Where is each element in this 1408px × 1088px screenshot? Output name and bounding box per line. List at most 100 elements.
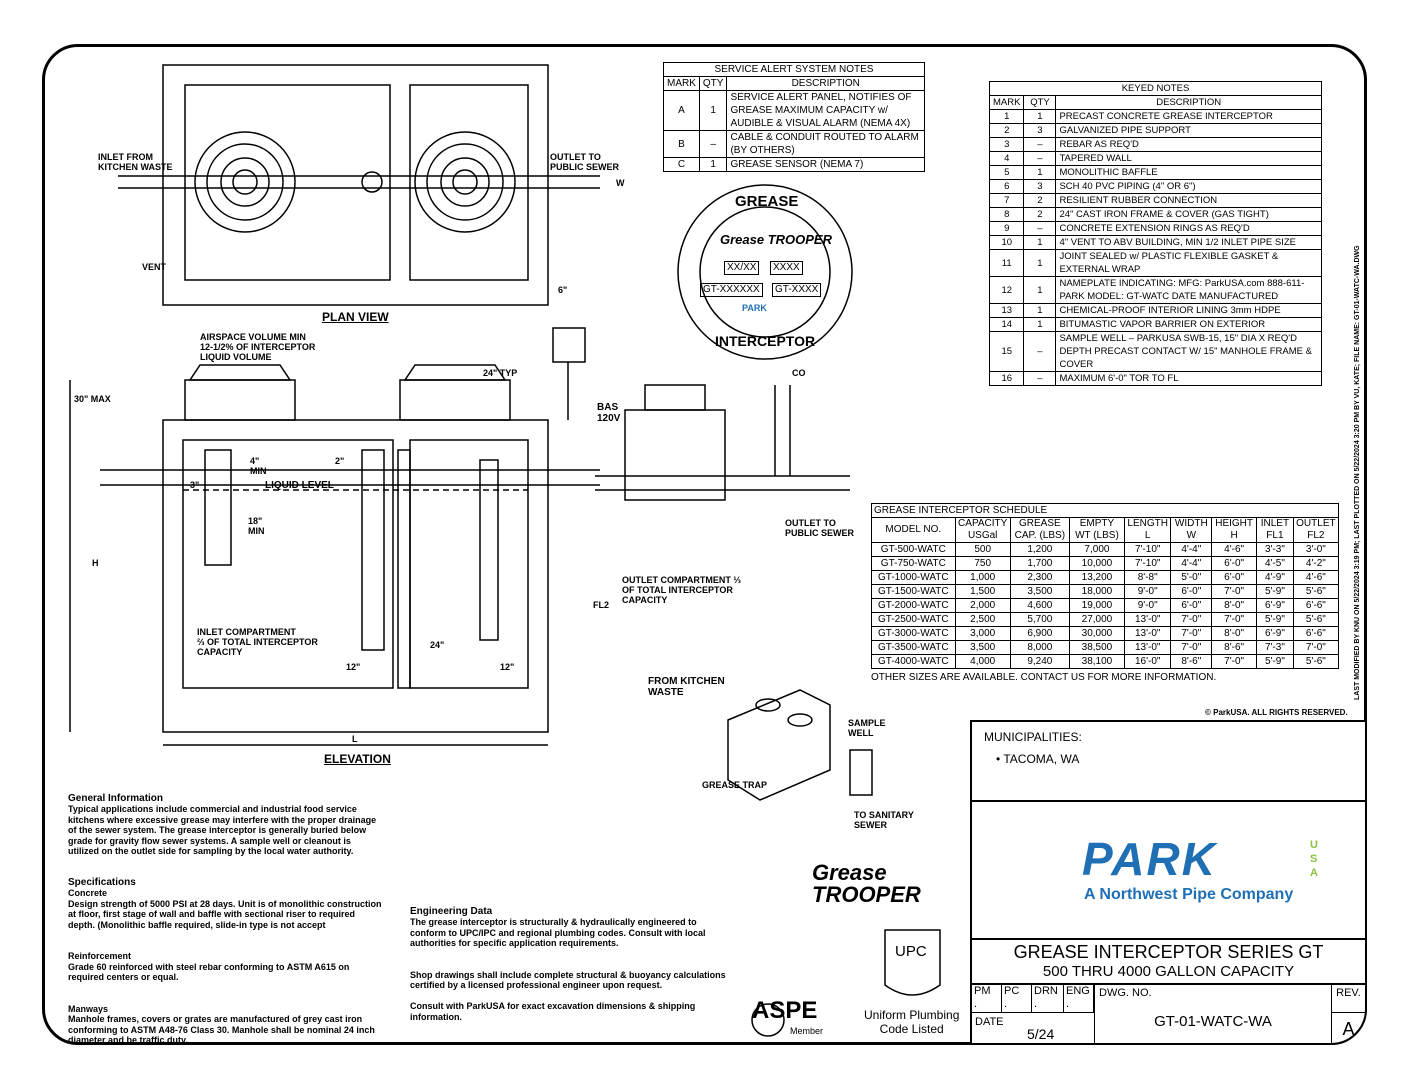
- cell: 2: [988, 123, 1025, 138]
- cell: 9,240: [1009, 654, 1070, 669]
- cell: 7'-0": [1170, 640, 1213, 655]
- cell: 7'-0": [1211, 612, 1258, 627]
- upc-logo: UPC: [895, 943, 927, 960]
- cell: 1: [1023, 109, 1057, 124]
- municipality: TACOMA, WA: [1003, 752, 1080, 766]
- header: HEIGHT H: [1211, 517, 1258, 543]
- upc-shield: [884, 929, 941, 996]
- cell: 8'-6": [1170, 654, 1213, 669]
- cell: 4'-6": [1211, 542, 1258, 557]
- paragraph: Manhole frames, covers or grates are man…: [68, 1014, 375, 1045]
- cell: –: [1023, 151, 1057, 166]
- label-18-min: 18" MIN: [248, 516, 265, 536]
- cell: GT-3500-WATC: [871, 640, 956, 655]
- upc-caption: Uniform Plumbing Code Listed: [864, 1008, 960, 1036]
- cell: RESILIENT RUBBER CONNECTION: [1055, 193, 1322, 208]
- cell: 1,000: [954, 570, 1011, 585]
- cell: GT-500-WATC: [871, 542, 956, 557]
- cell: 1: [1023, 303, 1057, 318]
- label-outlet: OUTLET TO PUBLIC SEWER: [550, 152, 620, 172]
- cell: 500: [954, 542, 1011, 557]
- cell: 13: [988, 303, 1025, 318]
- label-co: CO: [792, 368, 806, 378]
- cell: 11: [988, 249, 1025, 277]
- cell: 7'-0": [1211, 654, 1258, 669]
- cell: 750: [954, 556, 1011, 571]
- date-label: DATE: [975, 1016, 1004, 1028]
- cell: PRECAST CONCRETE GREASE INTERCEPTOR: [1055, 109, 1322, 124]
- cell: GT-750-WATC: [871, 556, 956, 571]
- cell: 13'-0": [1123, 612, 1172, 627]
- elevation-title: ELEVATION: [324, 752, 391, 766]
- label-h: H: [92, 558, 99, 568]
- cell: SCH 40 PVC PIPING (4" OR 6"): [1055, 179, 1322, 194]
- cell: 1,700: [1009, 556, 1070, 571]
- park-wordmark: PARK: [1082, 833, 1217, 885]
- cell: –: [1023, 331, 1057, 372]
- paragraph: Design strength of 5000 PSI at 28 days. …: [68, 898, 382, 930]
- label-from-kitchen: FROM KITCHEN WASTE: [648, 676, 725, 698]
- manhole-cover-2: [414, 131, 516, 233]
- cell: 6'-0": [1170, 598, 1213, 613]
- label-vent: VENT: [142, 262, 167, 272]
- header: MODEL NO.: [871, 517, 956, 543]
- nameplate-field-4: GT-XXXX: [772, 283, 822, 297]
- cell: 6'-6": [1292, 626, 1340, 641]
- alarm-panel: [552, 327, 586, 363]
- heading: Specifications: [68, 876, 136, 888]
- cell: 7,000: [1068, 542, 1125, 557]
- cell: 8'-0": [1211, 598, 1258, 613]
- cell: 38,100: [1068, 654, 1125, 669]
- municipalities: MUNICIPALITIES: • TACOMA, WA: [972, 722, 1365, 802]
- cell: 4'-2": [1292, 556, 1340, 571]
- cell: GALVANIZED PIPE SUPPORT: [1055, 123, 1322, 138]
- cell: 14: [988, 317, 1025, 332]
- usa-wordmark: USA: [1310, 839, 1318, 879]
- header: LENGTH L: [1123, 517, 1172, 543]
- cell: 6'-6": [1292, 598, 1340, 613]
- cell: 8,000: [1009, 640, 1070, 655]
- header: EMPTY WT (LBS): [1068, 517, 1125, 543]
- cell: 13,200: [1068, 570, 1125, 585]
- manhole-cover-1: [194, 131, 296, 233]
- date-value: 5/24: [1027, 1026, 1055, 1042]
- cell: 7'-0": [1211, 584, 1258, 599]
- isometric-trap: [727, 689, 831, 801]
- revision-value: A: [1342, 1019, 1355, 1039]
- cell: 19,000: [1068, 598, 1125, 613]
- revision: REV. A: [1332, 983, 1365, 1045]
- cell: 1: [1023, 249, 1057, 277]
- table-row: 3–REBAR AS REQ'D: [988, 137, 1322, 152]
- plan-outlet-compartment: [409, 84, 529, 281]
- schedule-table: GREASE INTERCEPTOR SCHEDULE MODEL NO.CAP…: [871, 503, 1340, 669]
- cell: 6,900: [1009, 626, 1070, 641]
- table-title: GREASE INTERCEPTOR SCHEDULE: [871, 503, 1339, 518]
- nameplate-circle: [677, 184, 853, 360]
- cell: 8'-6": [1211, 640, 1258, 655]
- drawing-border: [42, 44, 1367, 1045]
- dwg-number: DWG. NO. GT-01-WATC-WA: [1094, 983, 1332, 1045]
- plot-info: LAST MODIFIED BY KNU ON 5/22/2024 3:19 P…: [1354, 245, 1361, 700]
- table-row: B–CABLE & CONDUIT ROUTED TO ALARM (BY OT…: [663, 130, 925, 158]
- cell: 4: [988, 151, 1025, 166]
- cell: 2: [1023, 207, 1057, 222]
- cell: 2: [1023, 193, 1057, 208]
- table-row: 15–SAMPLE WELL – PARKUSA SWB-15, 15" DIA…: [988, 331, 1322, 372]
- title-block: MUNICIPALITIES: • TACOMA, WA PARK USA A …: [970, 720, 1367, 1045]
- table-row: 16–MAXIMUM 6'-0" TOR TO FL: [988, 371, 1322, 386]
- cell: 7'-10": [1123, 542, 1172, 557]
- label-w: W: [616, 178, 625, 188]
- label-liquid-level: LIQUID LEVEL: [265, 480, 334, 491]
- header: DESCRIPTION: [726, 76, 925, 91]
- aspe-logo: ASPE: [752, 997, 818, 1024]
- label-inlet: INLET FROM KITCHEN WASTE: [98, 152, 173, 172]
- label-bas: BAS 120V: [597, 402, 621, 424]
- paragraph: Typical applications include commercial …: [68, 804, 377, 856]
- subheading: Manways: [68, 1003, 109, 1014]
